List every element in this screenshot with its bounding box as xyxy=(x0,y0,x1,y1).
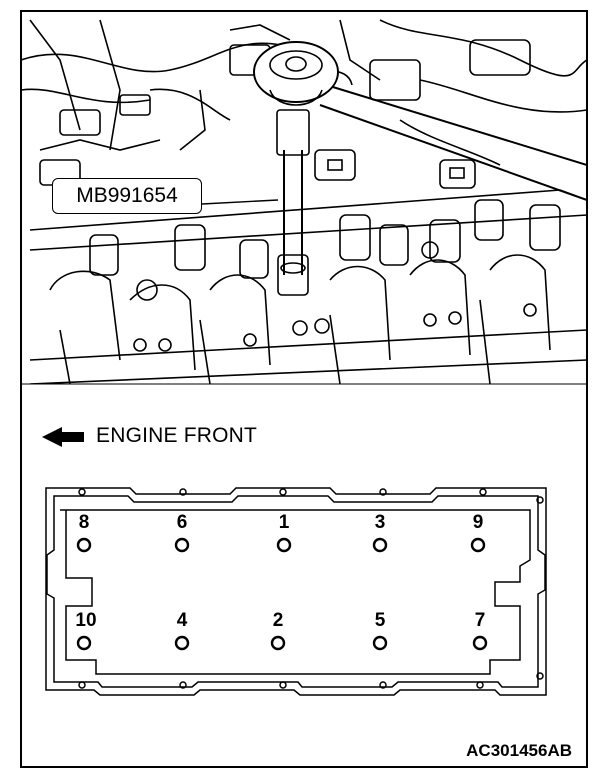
bolt-hole-7 xyxy=(472,635,488,651)
left-arrow-icon xyxy=(42,427,84,447)
bolt-number-8: 8 xyxy=(78,512,90,533)
bolt-hole-8 xyxy=(76,537,92,553)
bolt-number-1: 1 xyxy=(278,512,290,533)
figure-reference-code: AC301456AB xyxy=(466,741,572,760)
tool-callout-label: MB991654 xyxy=(52,178,202,214)
engine-front-label: ENGINE FRONT xyxy=(96,424,258,447)
bolt-hole-5 xyxy=(372,635,388,651)
bolt-hole-3 xyxy=(372,537,388,553)
callout-leader-line xyxy=(201,199,279,205)
head-gasket-outline xyxy=(45,487,547,696)
bolt-hole-2 xyxy=(270,635,286,651)
bolt-hole-9 xyxy=(470,537,486,553)
bolt-number-3: 3 xyxy=(374,512,386,533)
engine-head-drawing xyxy=(21,19,587,384)
bolt-number-7: 7 xyxy=(474,610,486,631)
bolt-number-10: 10 xyxy=(75,610,97,631)
bolt-hole-6 xyxy=(174,537,190,553)
bolt-number-6: 6 xyxy=(176,512,188,533)
bolt-hole-1 xyxy=(276,537,292,553)
bolt-number-5: 5 xyxy=(374,610,386,631)
bolt-holes xyxy=(76,537,488,651)
bolt-number-4: 4 xyxy=(176,610,188,631)
bolt-hole-4 xyxy=(174,635,190,651)
bolt-number-9: 9 xyxy=(472,512,484,533)
bolt-hole-10 xyxy=(76,635,92,651)
bolt-number-2: 2 xyxy=(272,610,284,631)
